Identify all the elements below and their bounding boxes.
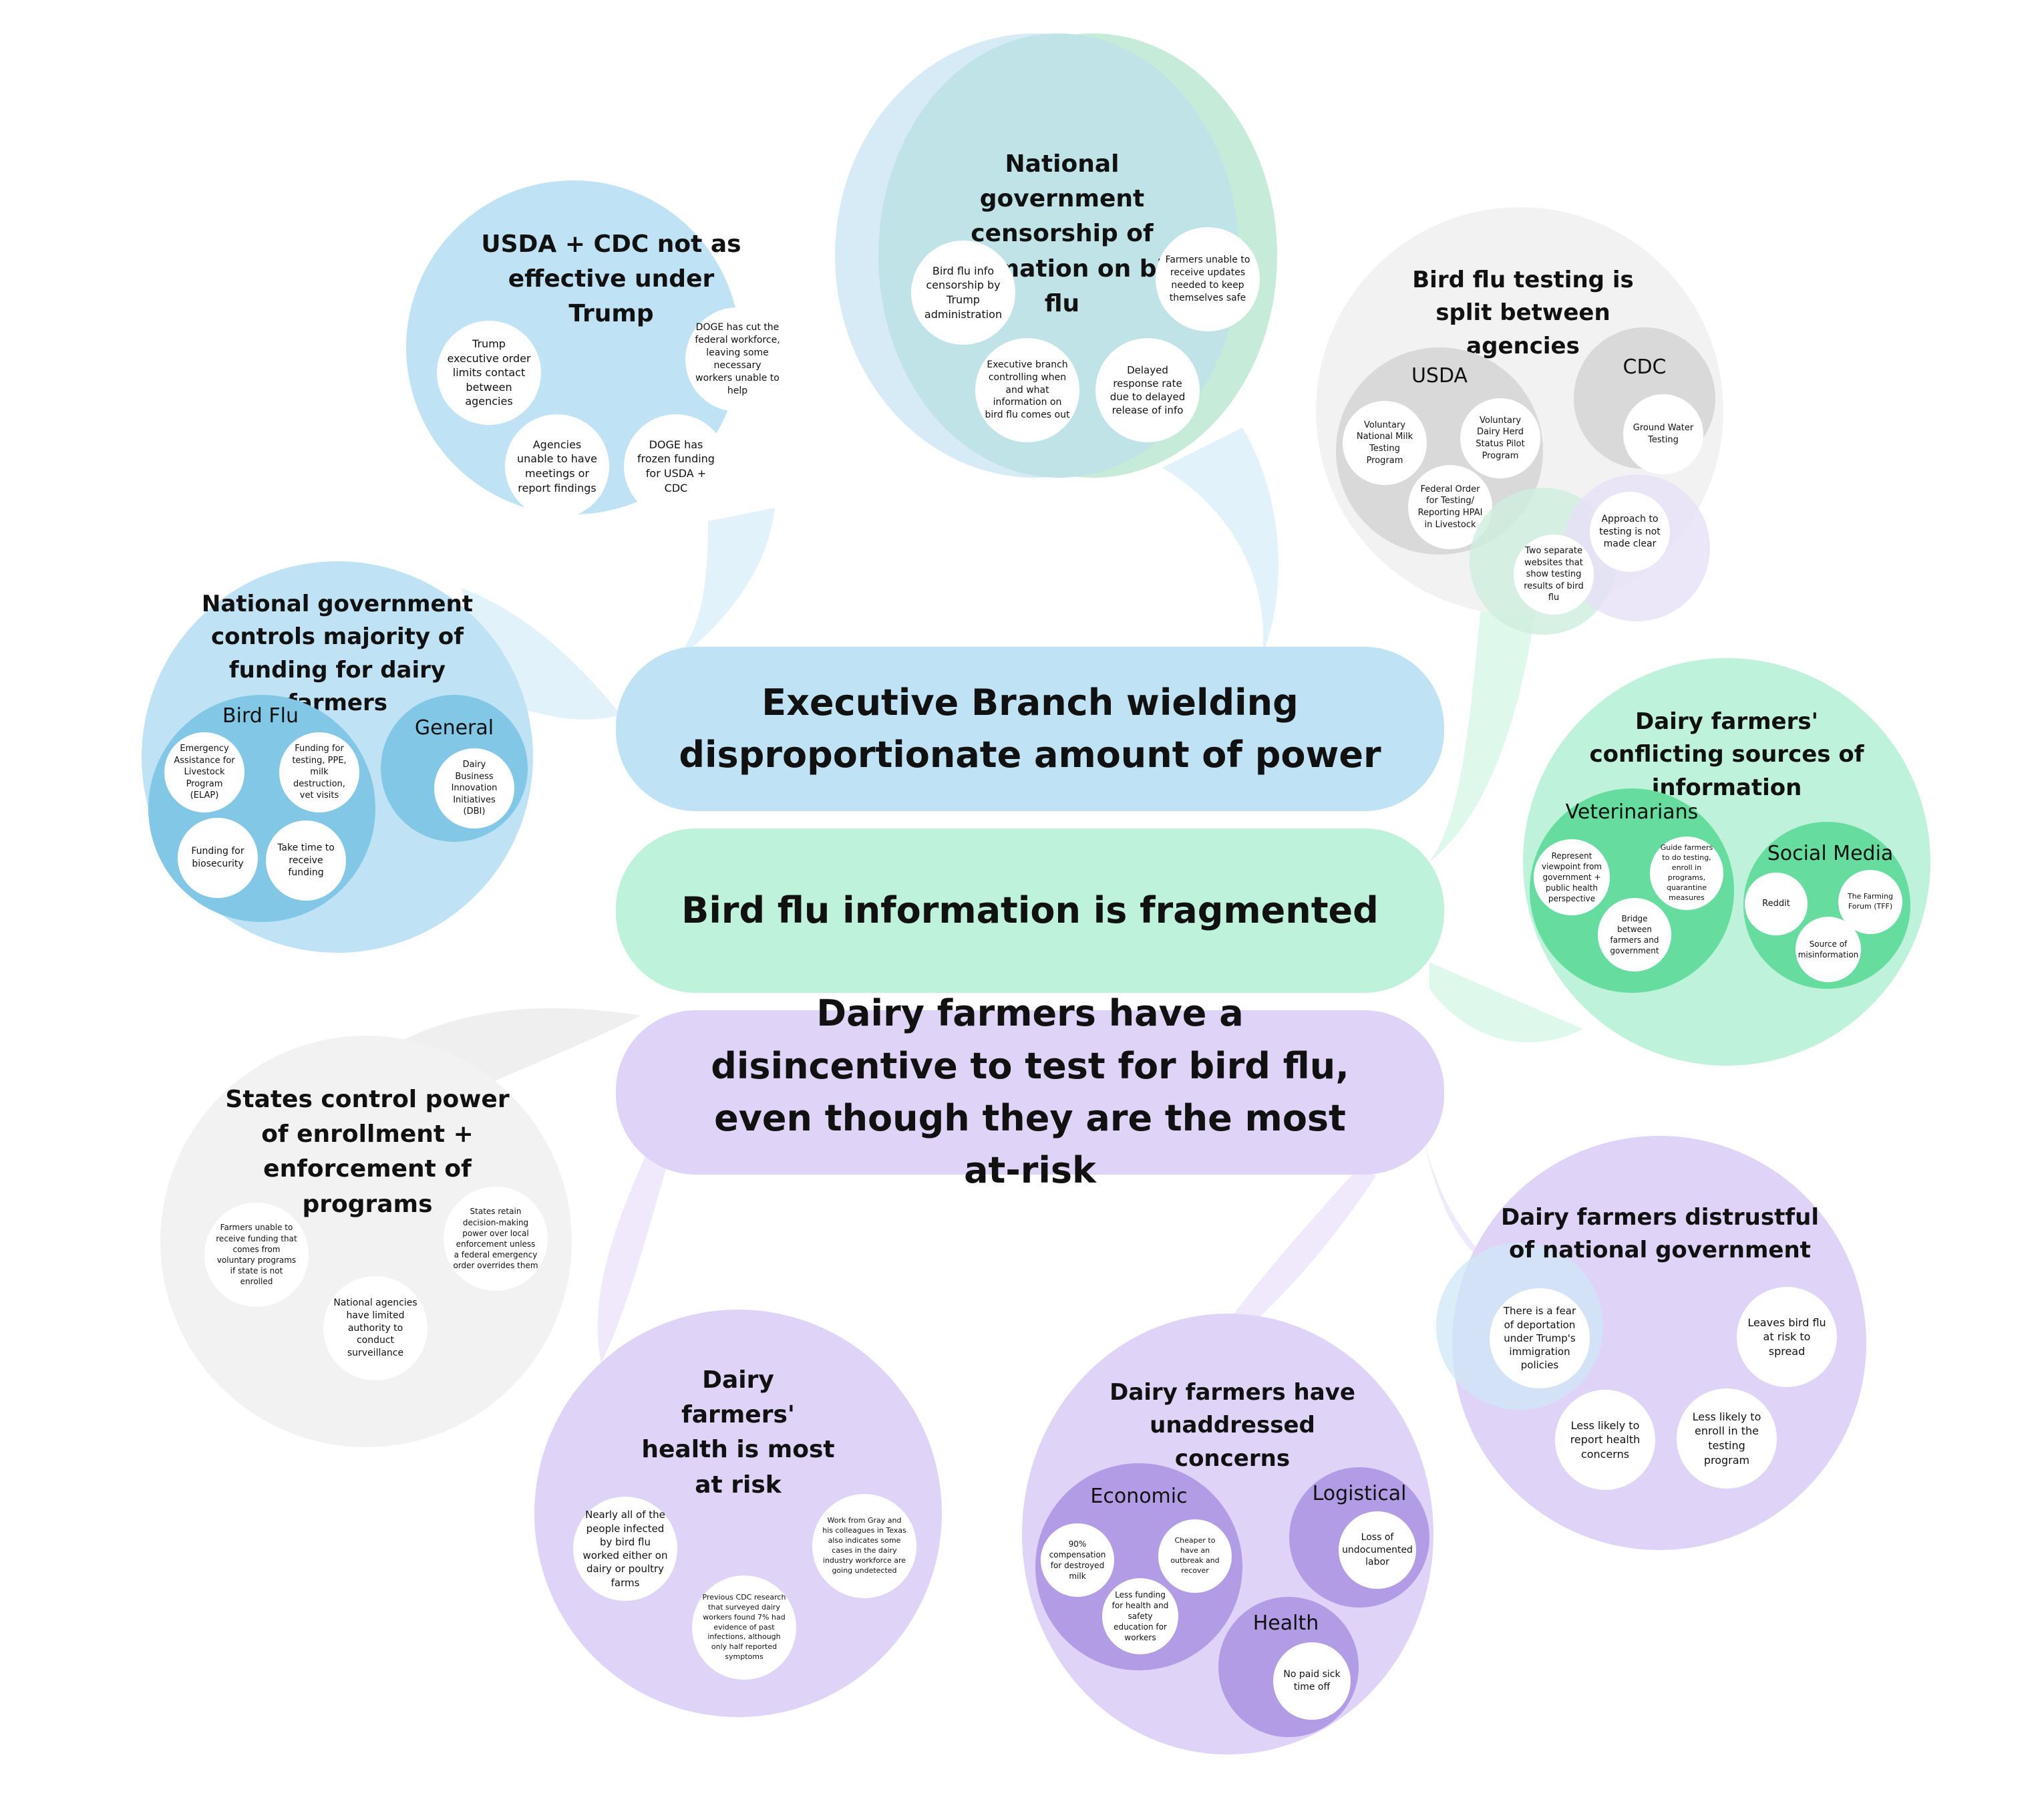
tail-conflicting <box>1429 962 1583 1042</box>
funding-birdflu-item: Funding for biosecurity <box>178 818 258 898</box>
concerns-title: Dairy farmers have unaddressed concerns <box>1110 1379 1355 1472</box>
testing-usda-label: USDA <box>1411 364 1468 388</box>
health-title: Dairy farmers' health is most at risk <box>641 1366 835 1499</box>
concerns-logistical-item: Loss of undocumented labor <box>1339 1511 1416 1589</box>
conflicting-vets-label: Veterinarians <box>1565 800 1699 824</box>
conflicting-social-label: Social Media <box>1767 842 1894 865</box>
concerns-economic-label: Economic <box>1090 1485 1188 1508</box>
testing-usda-item: Voluntary National Milk Testing Program <box>1343 401 1427 485</box>
testing-cdc-item: Ground Water Testing <box>1623 394 1703 474</box>
censorship-item: Farmers unable to receive updates needed… <box>1156 227 1260 331</box>
concerns-economic-item: Less funding for health and safety educa… <box>1102 1578 1178 1654</box>
tail-usda-cdc <box>675 508 775 661</box>
health-item: Work from Gray and his colleagues in Tex… <box>812 1494 916 1598</box>
concerns-logistical-label: Logistical <box>1312 1482 1407 1505</box>
censorship-item: Executive branch controlling when and wh… <box>975 338 1079 442</box>
tail-health <box>597 1136 668 1363</box>
distrust-title: Dairy farmers distrustful of national go… <box>1500 1204 1820 1264</box>
usda-cdc-item: Agencies unable to have meetings or repo… <box>505 414 609 518</box>
center-disincentive-pill: Dairy farmers have a disincentive to tes… <box>616 992 1444 1191</box>
usda-cdc-item: DOGE has frozen funding for USDA + CDC <box>624 414 728 518</box>
distrust-item: There is a fear of deportation under Tru… <box>1490 1288 1590 1388</box>
testing-cdc-label: CDC <box>1623 355 1667 379</box>
testing-item: Approach to testing is not made clear <box>1590 492 1670 572</box>
funding-birdflu-label: Bird Flu <box>222 704 299 728</box>
testing-title: Bird flu testing is split between agenci… <box>1412 267 1634 359</box>
conflicting-title: Dairy farmers' conflicting sources of in… <box>1589 708 1864 801</box>
states-item: States retain decision-making power over… <box>444 1187 548 1291</box>
usda-cdc-item: Trump executive order limits contact bet… <box>437 321 541 425</box>
concerns-health-label: Health <box>1252 1612 1319 1635</box>
concerns-health-item: No paid sick time off <box>1273 1642 1351 1720</box>
conflicting-social-item: The Farming Forum (TFF) <box>1838 870 1902 934</box>
conflicting-vets-item: Guide farmers to do testing, enroll in p… <box>1650 837 1723 910</box>
usda-cdc-title: USDA + CDC not as effective under Trump <box>481 231 741 328</box>
funding-general-item: Dairy Business Innovation Initiatives (D… <box>434 748 514 828</box>
funding-birdflu-item: Funding for testing, PPE, milk destructi… <box>279 732 359 812</box>
usda-cdc-item: DOGE has cut the federal workforce, leav… <box>685 307 790 412</box>
states-title: States control power of enrollment + enf… <box>225 1086 510 1218</box>
tail-censorship <box>1162 428 1279 655</box>
tail-testing <box>1429 588 1536 862</box>
distrust-item: Less likely to report health concerns <box>1555 1390 1655 1490</box>
funding-birdflu-cluster <box>148 695 375 922</box>
testing-item: Two separate websites that show testing … <box>1514 535 1594 615</box>
center-executive-pill: Executive Branch wielding disproportiona… <box>616 647 1444 811</box>
center-fragmented-pill: Bird flu information is fragmented <box>616 828 1444 993</box>
conflicting-social-item: Reddit <box>1745 873 1808 935</box>
distrust-item: Less likely to enroll in the testing pro… <box>1677 1388 1777 1489</box>
testing-usda-item: Voluntary Dairy Herd Status Pilot Progra… <box>1460 398 1540 478</box>
states-item: National agencies have limited authority… <box>323 1276 428 1380</box>
conflicting-vets-item: Represent viewpoint from government + pu… <box>1534 839 1610 915</box>
censorship-item: Bird flu info censorship by Trump admini… <box>911 241 1015 345</box>
funding-birdflu-item: Take time to receive funding <box>266 820 346 901</box>
conflicting-social-item: Source of misinformation <box>1796 917 1861 982</box>
states-item: Farmers unable to receive funding that c… <box>204 1203 309 1307</box>
testing-usda-item: Federal Order for Testing/ Reporting HPA… <box>1408 465 1492 549</box>
funding-birdflu-item: Emergency Assistance for Livestock Progr… <box>164 732 244 812</box>
censorship-item: Delayed response rate due to delayed rel… <box>1095 338 1200 442</box>
health-item: Previous CDC research that surveyed dair… <box>692 1575 796 1680</box>
funding-general-label: General <box>414 716 494 740</box>
conflicting-vets-item: Bridge between farmers and government <box>1598 898 1671 971</box>
concerns-economic-item: 90% compensation for destroyed milk <box>1041 1523 1114 1597</box>
distrust-item: Leaves bird flu at risk to spread <box>1737 1287 1837 1387</box>
concerns-economic-item: Cheaper to have an outbreak and recover <box>1158 1519 1232 1593</box>
funding-title: National government controls majority of… <box>201 591 474 716</box>
health-item: Nearly all of the people infected by bir… <box>573 1497 677 1601</box>
